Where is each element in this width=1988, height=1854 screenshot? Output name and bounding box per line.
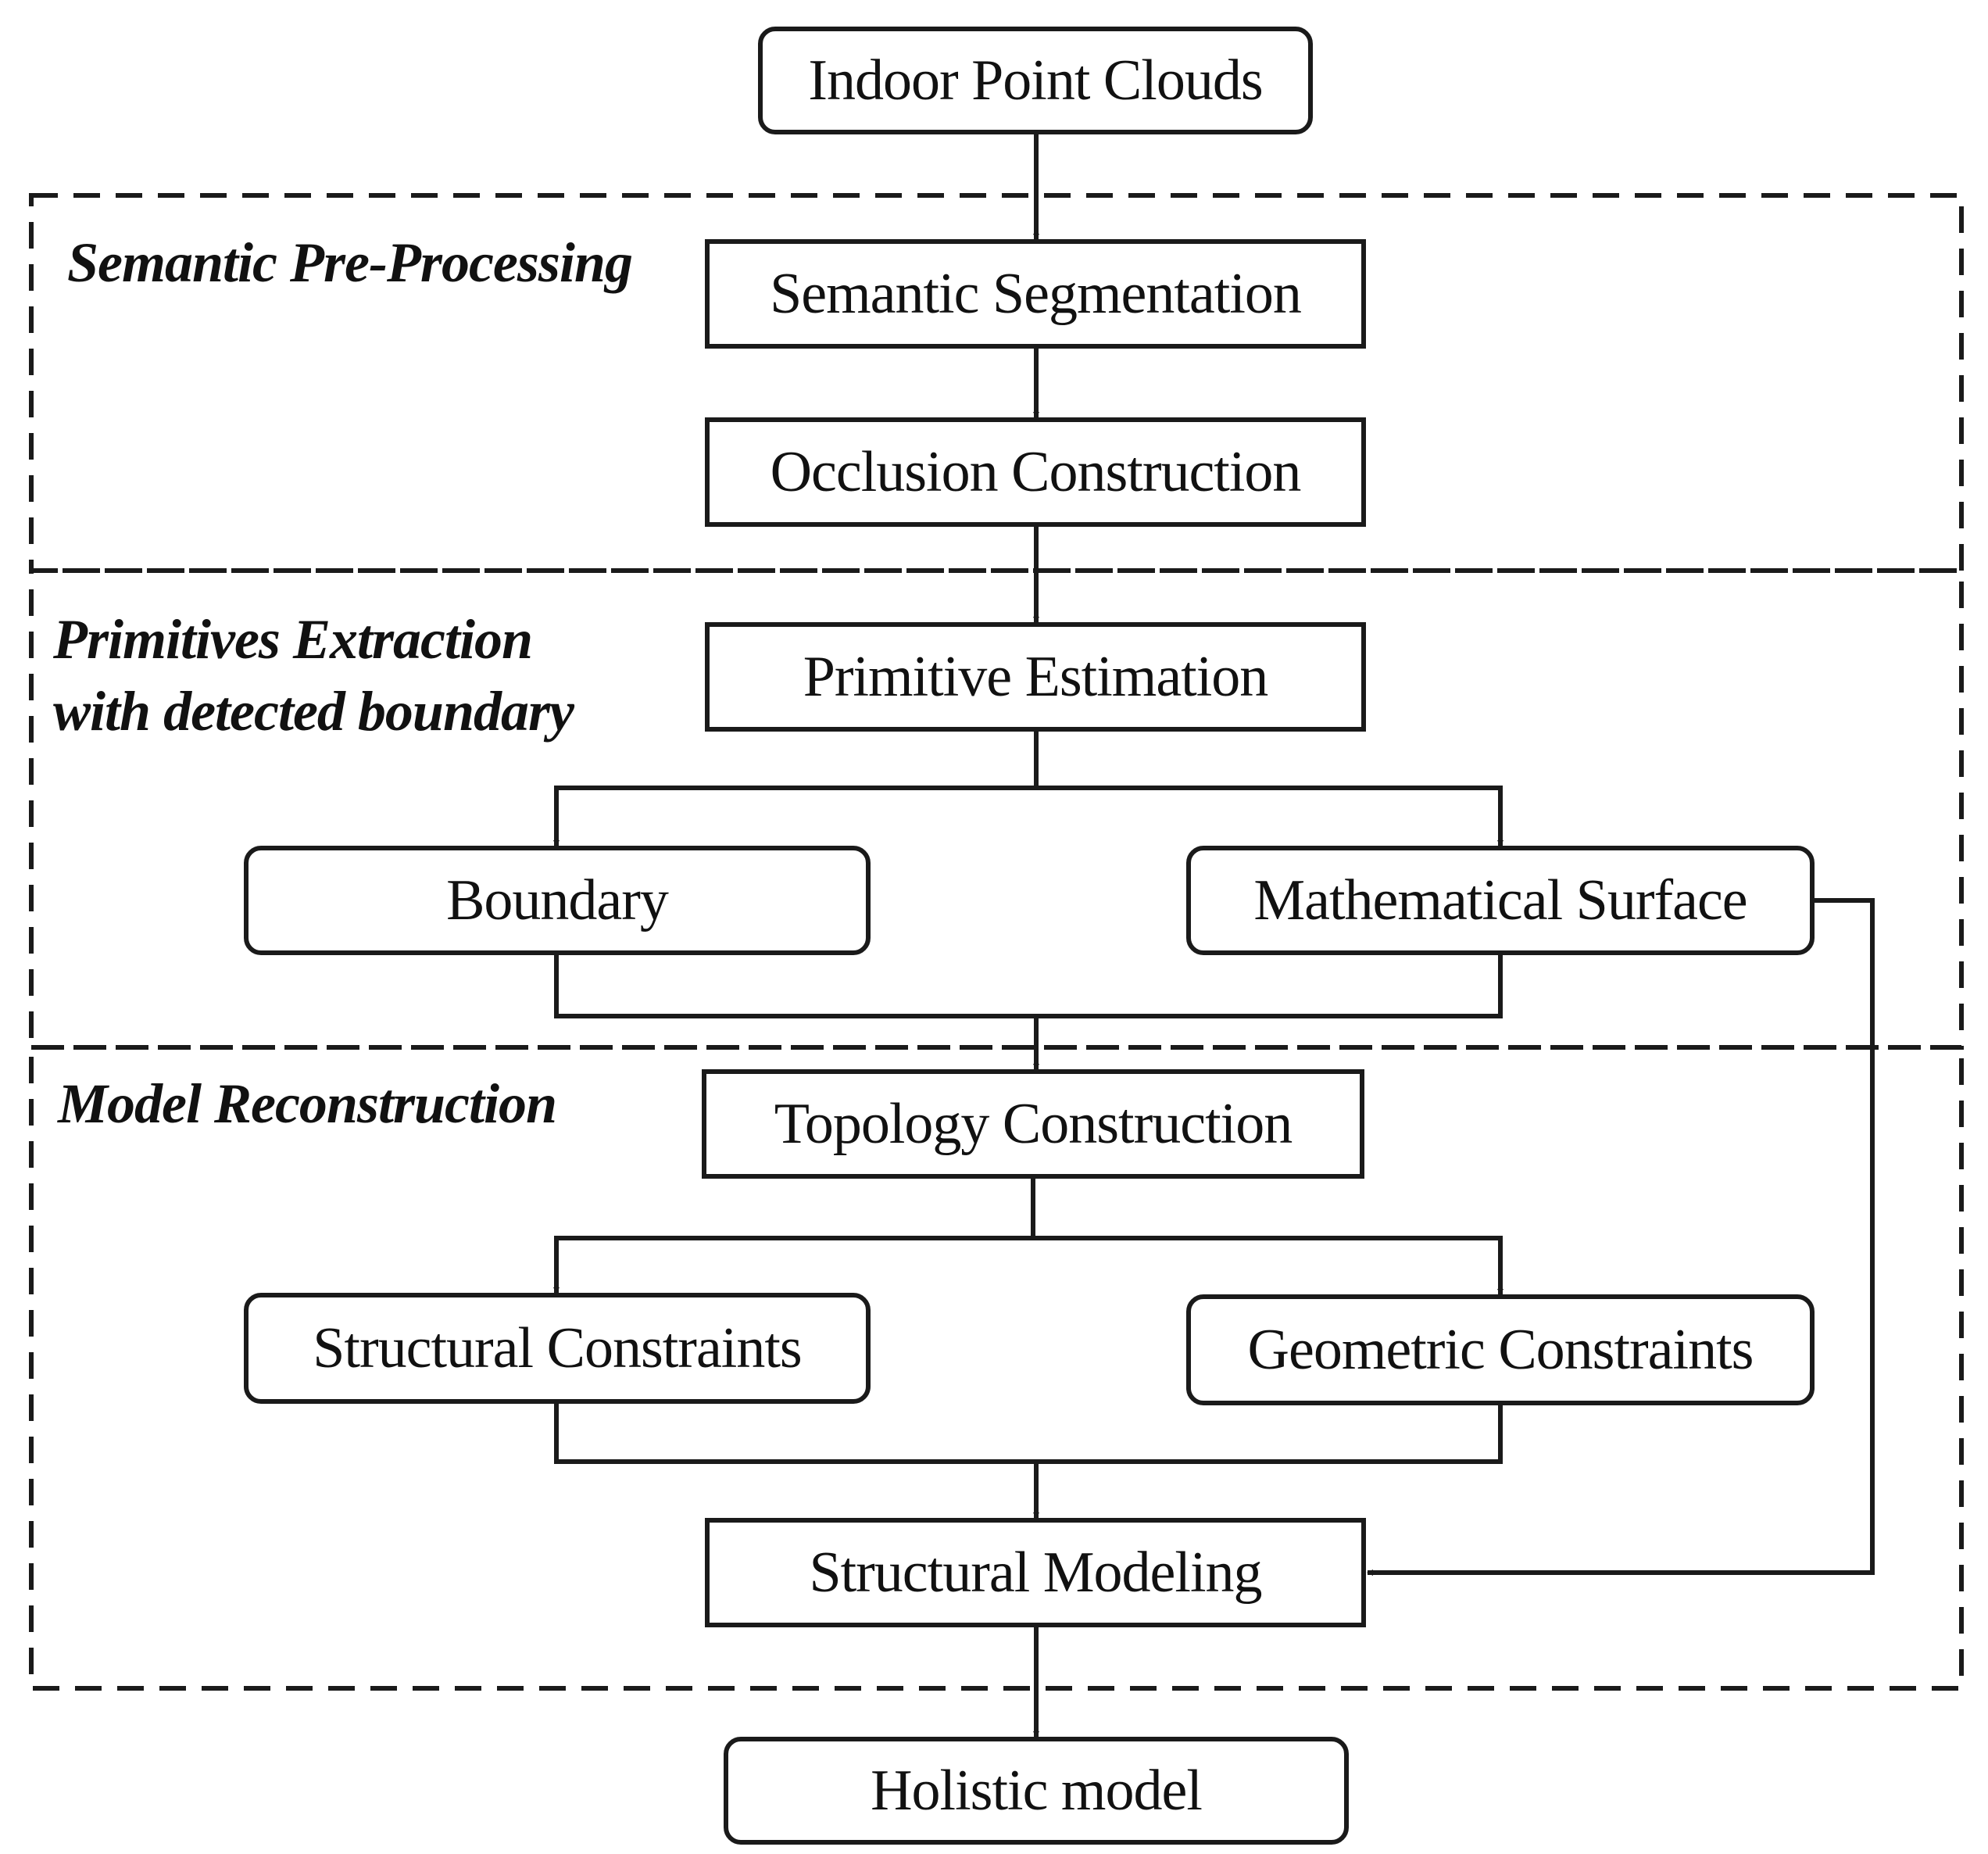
semantic-preprocessing-frame	[29, 193, 1964, 573]
node-topology-construction: Topology Construction	[702, 1069, 1364, 1179]
section-frames	[29, 193, 1964, 1691]
model-reconstruction-frame	[29, 1045, 1964, 1691]
node-holistic-model: Holistic model	[724, 1737, 1349, 1845]
merge-constraints	[554, 1404, 1503, 1464]
node-structural-modeling: Structural Modeling	[705, 1518, 1366, 1627]
section-label-primitives-boundary: with detected boundary	[53, 680, 574, 743]
arrow-primitive-to-boundary	[553, 786, 1036, 846]
node-structural-constraints: Structural Constraints	[244, 1293, 871, 1404]
section-label-model-reconstruction: Model Reconstruction	[58, 1072, 557, 1135]
arrow-topology-to-geometric-constraints	[1033, 1236, 1504, 1295]
arrow-surface-to-structural-modeling	[1367, 898, 1875, 1576]
primitives-extraction-frame	[29, 568, 1964, 1050]
merge-boundary-surface	[554, 955, 1503, 1018]
section-label-semantic-preprocessing: Semantic Pre-Processing	[67, 231, 633, 294]
node-boundary: Boundary	[244, 846, 871, 955]
node-occlusion-construction: Occlusion Construction	[705, 417, 1366, 527]
node-geometric-constraints: Geometric Constraints	[1186, 1294, 1815, 1405]
node-indoor-point-clouds: Indoor Point Clouds	[758, 27, 1313, 134]
node-semantic-segmentation: Semantic Segmentation	[705, 239, 1366, 349]
section-label-primitives-extraction: Primitives Extraction	[53, 608, 533, 671]
arrow-topology-to-structural-constraints	[553, 1236, 1033, 1294]
node-primitive-estimation: Primitive Estimation	[705, 622, 1366, 732]
arrow-primitive-to-surface	[1036, 786, 1504, 846]
node-mathematical-surface: Mathematical Surface	[1186, 846, 1815, 955]
